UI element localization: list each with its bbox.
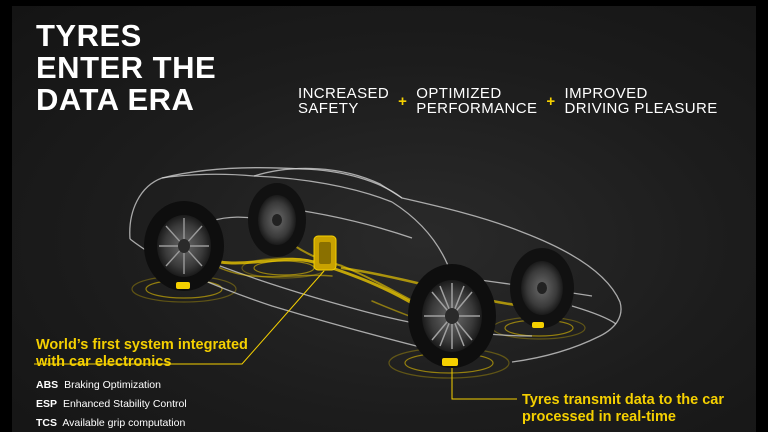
benefit-driving-pleasure: IMPROVED DRIVING PLEASURE	[564, 85, 718, 117]
feature-abs: ABS Braking Optimization	[36, 376, 187, 395]
feature-abbr: TCS	[36, 417, 57, 429]
plus-separator: +	[546, 92, 556, 110]
car-illustration	[34, 167, 622, 400]
tyre-rear-right	[510, 248, 574, 328]
plus-separator: +	[398, 92, 408, 110]
tyre-front-left	[144, 201, 224, 291]
tyre-sensors	[176, 282, 544, 366]
callout-connectors	[34, 270, 517, 400]
benefit-safety: INCREASED SAFETY	[298, 85, 390, 117]
feature-abbr: ESP	[36, 398, 58, 410]
callout-real-time: Tyres transmit data to the car processed…	[522, 392, 724, 425]
callout-integration: World’s first system integrated with car…	[36, 337, 248, 370]
headline-line-2: ENTER THE	[36, 50, 217, 85]
tyre-rear-left	[248, 183, 306, 257]
benefits-row: INCREASED SAFETY + OPTIMIZED PERFORMANCE…	[298, 86, 718, 116]
slide: TYRES ENTER THE DATA ERA INCREASED SAFET…	[12, 6, 756, 432]
feature-list: ABS Braking Optimization ESP Enhanced St…	[36, 376, 187, 432]
feature-text: Braking Optimization	[64, 379, 161, 391]
headline-line-1: TYRES	[36, 18, 142, 53]
tyre-front-right	[408, 264, 496, 368]
headline-line-3: DATA ERA	[36, 82, 195, 117]
feature-abbr: ABS	[36, 379, 59, 391]
benefit-performance: OPTIMIZED PERFORMANCE	[416, 85, 538, 117]
feature-text: Enhanced Stability Control	[62, 398, 187, 410]
control-unit	[313, 235, 337, 271]
headline: TYRES ENTER THE DATA ERA	[36, 20, 216, 116]
feature-tcs: TCS Available grip computation	[36, 414, 187, 432]
feature-text: Available grip computation	[62, 417, 186, 429]
feature-esp: ESP Enhanced Stability Control	[36, 395, 187, 414]
